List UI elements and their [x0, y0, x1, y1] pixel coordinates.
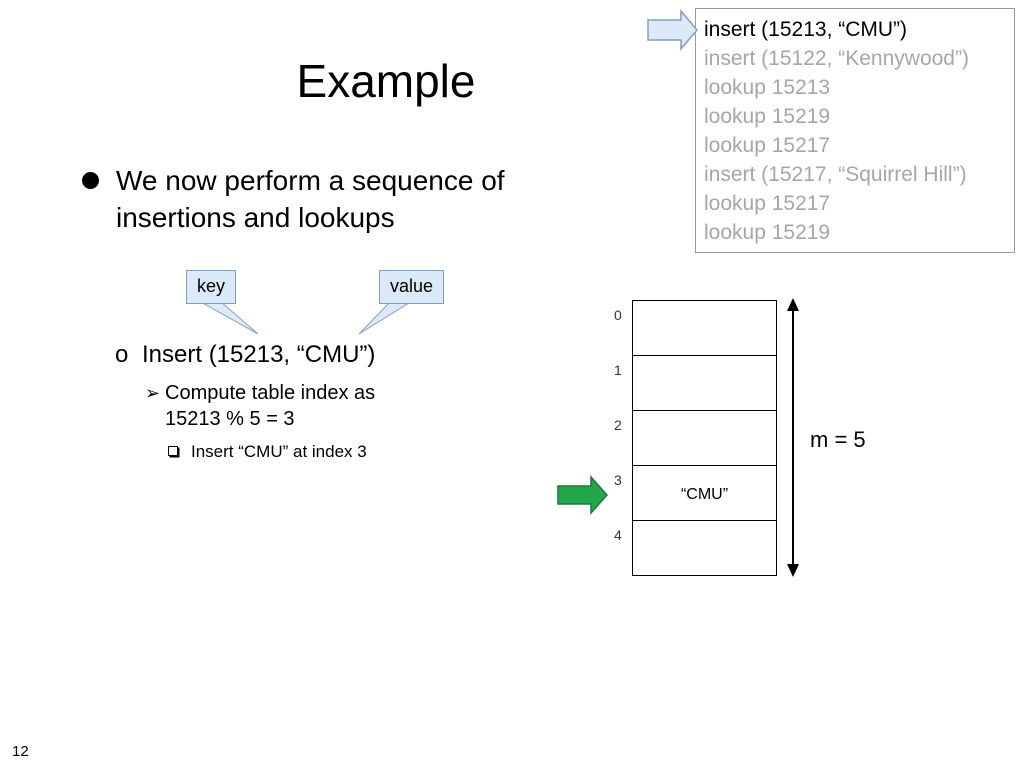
bullet-dot	[82, 172, 99, 189]
table-index-2: 2	[614, 417, 622, 433]
table-index-1: 1	[614, 362, 622, 378]
operation-line-4: lookup 15217	[704, 134, 831, 157]
operation-line-0: insert (15213, “CMU”)	[704, 18, 908, 41]
step-bullet: o Insert (15213, “CMU”)	[115, 340, 375, 370]
key-callout-tail	[197, 300, 259, 335]
square-bullet-icon	[168, 446, 178, 456]
step-marker: o	[115, 341, 129, 368]
table-slot-2	[632, 410, 777, 465]
slide-title: Example	[296, 55, 476, 107]
operation-line-3: lookup 15219	[704, 105, 831, 128]
detail-text: Insert “CMU” at index 3	[191, 442, 367, 461]
key-callout: key	[186, 270, 236, 304]
value-callout-tail	[358, 300, 414, 335]
operation-line-7: lookup 15219	[704, 221, 831, 244]
table-index-4: 4	[614, 527, 622, 543]
operation-line-1: insert (15122, “Kennywood”)	[704, 47, 969, 70]
compute-text: Compute table index as 15213 % 5 = 3	[165, 382, 376, 430]
operation-line-2: lookup 15213	[704, 76, 831, 99]
value-callout: value	[379, 270, 444, 304]
table-slot-4	[632, 520, 777, 576]
arrowhead-marker: ➢	[145, 383, 161, 403]
table-index-0: 0	[614, 307, 622, 323]
table-index-3: 3	[614, 472, 622, 488]
page-number: 12	[12, 743, 29, 760]
detail-bullet: Insert “CMU” at index 3	[168, 441, 367, 463]
table-slot-0	[632, 300, 777, 355]
table-slot-1	[632, 355, 777, 410]
main-bullet-text: We now perform a sequence of insertions …	[116, 165, 505, 233]
table-size-label: m = 5	[810, 427, 866, 452]
operation-line-5: insert (15217, “Squirrel Hill”)	[704, 163, 967, 186]
step-text: Insert (15213, “CMU”)	[142, 341, 376, 368]
table-slot-3: “CMU”	[632, 465, 777, 520]
operation-line-6: lookup 15217	[704, 192, 831, 215]
operations-panel: insert (15213, “CMU”) insert (15122, “Ke…	[695, 8, 1015, 253]
